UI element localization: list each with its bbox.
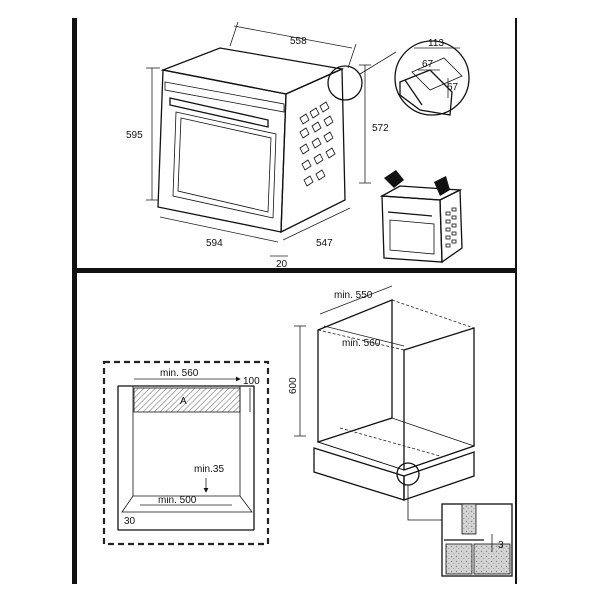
detail-dim-mid: 67 bbox=[422, 59, 434, 70]
detail-dim-side: 67 bbox=[447, 82, 459, 93]
detail-callout-circle bbox=[327, 65, 363, 101]
hand-right-icon bbox=[434, 176, 450, 196]
detail-dim-top: 113 bbox=[428, 38, 444, 49]
cab3d-depth-min: min. 550 bbox=[334, 290, 373, 301]
dim-height: 595 bbox=[126, 130, 143, 141]
cabinet-front-view: A min. 560 100 min.35 min. 500 30 bbox=[102, 360, 270, 546]
gap-detail: 3 bbox=[441, 503, 513, 577]
oven-isometric: 558 595 594 547 20 572 bbox=[126, 21, 397, 270]
dim-rear-height: 572 bbox=[372, 123, 389, 134]
dim-front-thickness: 20 bbox=[276, 259, 288, 270]
hand-left-icon bbox=[384, 170, 404, 188]
panel-a-label: A bbox=[180, 396, 187, 407]
small-oven-vents bbox=[445, 207, 457, 248]
page-frame bbox=[72, 18, 517, 584]
cab-base-left: 30 bbox=[124, 516, 136, 527]
oven-install-small bbox=[379, 170, 463, 264]
cab-vent: min.35 bbox=[194, 464, 224, 475]
oven-side-vents bbox=[299, 101, 336, 187]
dim-depth-total: 558 bbox=[290, 36, 307, 47]
cabinet-isometric: min. 550 min. 560 600 bbox=[288, 285, 476, 521]
gap-dim: 3 bbox=[498, 540, 504, 551]
cab3d-width-min: min. 560 bbox=[342, 338, 381, 349]
cab-min-width: min. 560 bbox=[160, 368, 199, 379]
cab3d-height: 600 bbox=[288, 377, 299, 394]
panel-a bbox=[133, 387, 241, 413]
cab-base-min: min. 500 bbox=[158, 495, 197, 506]
dim-body-depth: 547 bbox=[316, 238, 333, 249]
corner-detail: 113 67 67 bbox=[394, 38, 470, 116]
dim-width: 594 bbox=[206, 238, 223, 249]
cab-top-height: 100 bbox=[243, 376, 260, 387]
